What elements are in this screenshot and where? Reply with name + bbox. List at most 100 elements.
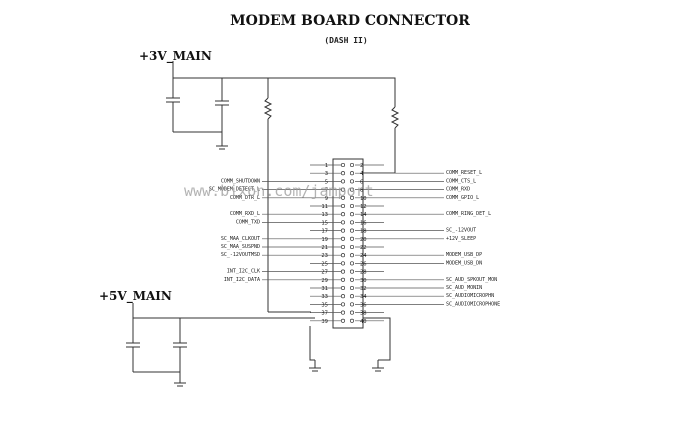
pin-number-odd: 23 (321, 253, 328, 259)
left-signal-label: SC_MODEM_DETECT_L (209, 187, 260, 193)
left-signal-label: COMM_RXD_L (230, 211, 260, 217)
right-signal-label: SC_AUD_SPKOUT_MON (446, 277, 497, 283)
pin-number-even: 12 (360, 204, 367, 210)
pin-number-odd: 19 (321, 237, 328, 243)
right-signal-label: MODEM_USB_DP (446, 252, 482, 258)
pin-number-even: 30 (360, 278, 367, 284)
pin-contact-even (349, 269, 355, 274)
pin-contact-even (349, 228, 355, 233)
pin-number-odd: 13 (321, 212, 328, 218)
pin-number-even: 20 (360, 237, 367, 243)
pin-number-odd: 25 (321, 261, 328, 267)
left-signal-label: INT_I2C_DATA (224, 277, 260, 283)
pin-contact-odd (340, 171, 346, 176)
diagram-title: MODEM BOARD CONNECTOR (230, 13, 470, 29)
diagram-subtitle: (DASH II) (324, 36, 367, 45)
pin-number-even: 8 (360, 188, 363, 194)
pin-number-odd: 1 (325, 163, 328, 169)
pin-number-even: 34 (360, 294, 367, 300)
pin-number-odd: 31 (321, 286, 328, 292)
pin-number-odd: 17 (321, 229, 328, 235)
pin-number-even: 14 (360, 212, 367, 218)
pin-number-even: 2 (360, 163, 363, 169)
pin-contact-even (349, 244, 355, 250)
ground-network (309, 317, 391, 372)
rail-label-5v: +5V_MAIN (99, 289, 172, 304)
watermark: www.bixon.com/jamport (184, 182, 374, 200)
pin-contact-even (349, 277, 355, 282)
pin-number-even: 28 (360, 270, 367, 276)
right-signal-label: SC_-12VOUT (446, 228, 476, 234)
pin-contact-odd (340, 162, 346, 168)
pin-contact-even (349, 179, 355, 184)
pin-number-odd: 33 (321, 294, 328, 300)
pin-contact-odd (340, 244, 346, 250)
pin-contact-even (349, 203, 355, 209)
right-signal-label: SC_AUDIOMICROPHN (446, 293, 494, 299)
pin-contact-even (349, 261, 355, 266)
pin-number-odd: 29 (321, 278, 328, 284)
pin-contact-odd (340, 310, 346, 315)
connector-body (332, 158, 364, 329)
rail-label-3v: +3V_MAIN (139, 49, 212, 64)
pin-contact-odd (340, 179, 346, 184)
left-signal-label: SC_-12VOUTMSD (221, 252, 260, 258)
pin-number-even: 38 (360, 311, 367, 317)
pin-contact-even (349, 220, 355, 225)
left-signal-group: COMM_SHUTDOWN SC_MODEM_DETECT_L COMM_DTR_L… (209, 178, 310, 283)
left-signal-label: COMM_SHUTDOWN (221, 178, 260, 184)
right-signal-label: +12V_SLEEP (446, 236, 476, 242)
pin-contact-odd (340, 220, 346, 225)
pin-contact-odd (340, 261, 346, 266)
left-signal-label: INT_I2C_CLK (227, 269, 260, 275)
pin-contact-odd (340, 294, 346, 299)
pin-number-even: 22 (360, 245, 367, 251)
pin-number-odd: 9 (325, 196, 328, 202)
pin-number-even: 32 (360, 286, 367, 292)
left-signal-label: COMM_DTR_L (230, 195, 260, 201)
pin-contact-odd (340, 277, 346, 282)
pin-number-even: 36 (360, 302, 367, 308)
pin-contact-even (349, 302, 355, 307)
pin-contact-odd (340, 285, 346, 291)
pin-contact-odd (340, 187, 346, 192)
pin-number-even: 6 (360, 179, 363, 185)
pin-contact-odd (340, 236, 346, 241)
pin-number-even: 26 (360, 261, 367, 267)
left-signal-label: COMM_TXD (236, 219, 260, 225)
pin-contact-odd (340, 253, 346, 258)
right-signal-group: COMM_RESET_LCOMM_CTS_LCOMM_RXDCOMM_GPIO_… (384, 170, 500, 307)
pin-number-even: 18 (360, 229, 367, 235)
pin-number-odd: 35 (321, 302, 328, 308)
pin-number-even: 4 (360, 171, 364, 177)
rail-5v-network (126, 303, 315, 387)
pin-number-even: 24 (360, 253, 367, 259)
right-signal-label: SC_AUD_MONIN (446, 285, 482, 291)
left-signal-label: SC_MAA_SUSPND (221, 244, 260, 250)
pin-contact-odd (340, 269, 346, 274)
pin-contact-even (349, 162, 355, 168)
right-signal-label: COMM_RESET_L (446, 170, 482, 176)
pin-number-odd: 7 (325, 188, 328, 194)
pin-contact-odd (340, 203, 346, 209)
pin-number-odd: 21 (321, 245, 328, 251)
pin-contact-even (349, 310, 355, 315)
pin-contact-even (349, 236, 355, 241)
right-signal-label: COMM_CTS_L (446, 178, 476, 184)
pin-contact-even (349, 212, 355, 217)
pin-number-odd: 39 (321, 319, 328, 325)
pin-number-odd: 37 (321, 311, 328, 317)
right-signal-label: SC_AUDIOMICROPHONE (446, 301, 500, 307)
pin-number-odd: 11 (321, 204, 328, 210)
pin-contact-odd (340, 302, 346, 307)
pin-number-even: 40 (360, 319, 367, 325)
pin-contact-odd (340, 195, 346, 200)
pin-contact-even (349, 171, 355, 176)
pin-number-odd: 27 (321, 270, 328, 276)
left-signal-label: SC_MAA_CLKOUT (221, 236, 260, 242)
right-signal-label: COMM_RXD (446, 187, 470, 193)
pin-contact-even (349, 187, 355, 192)
pin-number-even: 10 (360, 196, 367, 202)
